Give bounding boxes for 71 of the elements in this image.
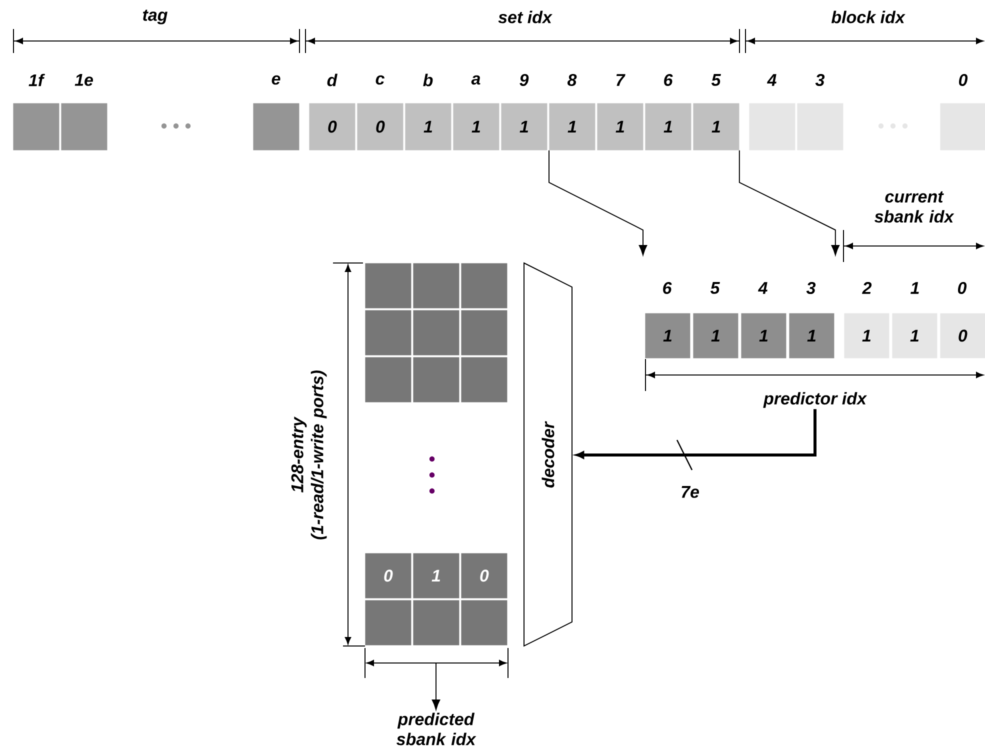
- dimension-label: current sbank idx: [874, 191, 954, 223]
- bit-cell: 1: [844, 313, 890, 358]
- bit-cell: [253, 103, 300, 150]
- arrow: [738, 150, 840, 256]
- field-label: set idx: [498, 10, 552, 24]
- bit-number: 1: [910, 282, 919, 294]
- bit-cell: 0: [940, 313, 985, 358]
- table-cell: 0: [461, 553, 508, 598]
- bit-number: 1e: [74, 74, 93, 86]
- bit-number: 5: [711, 74, 721, 86]
- bit-cell: [61, 103, 108, 150]
- bit-number: 3: [806, 282, 816, 294]
- bit-number: a: [471, 75, 480, 85]
- bit-number: 8: [568, 74, 577, 86]
- bit-cell: 1: [693, 103, 740, 150]
- edge-label: 7e: [682, 486, 699, 498]
- bit-cell: [749, 103, 796, 150]
- bit-cell: 1: [789, 313, 834, 358]
- bit-number: c: [376, 75, 384, 85]
- table-cell: [365, 310, 412, 356]
- table-cell: 1: [413, 553, 460, 598]
- bit-number: 3: [815, 74, 825, 86]
- bit-number: 7: [616, 74, 626, 86]
- arrow: [548, 150, 648, 256]
- bit-number: 1f: [28, 74, 45, 86]
- bit-number: 6: [663, 282, 672, 294]
- table-cell: 0: [365, 553, 412, 598]
- arrow: [432, 662, 440, 710]
- table-cell: [461, 263, 508, 308]
- field-label: tag: [142, 10, 168, 24]
- bit-cell: 1: [549, 103, 596, 150]
- bit-cell: 1: [597, 103, 644, 150]
- index-label: predictor idx: [763, 392, 868, 408]
- table-cell: [365, 357, 412, 402]
- table-cell: [461, 357, 508, 402]
- bit-cell: 1: [892, 313, 938, 358]
- bit-number: 4: [767, 74, 776, 86]
- bit-cell: [797, 103, 844, 150]
- bit-cell: [13, 103, 60, 150]
- table-cell: [365, 600, 412, 646]
- table-cell: [413, 263, 460, 308]
- bit-cell: 1: [741, 313, 786, 358]
- bit-number: d: [327, 74, 338, 86]
- table-cell: [461, 310, 508, 356]
- bit-number: 5: [710, 282, 720, 294]
- bit-cell: 1: [645, 313, 690, 358]
- bit-number: e: [272, 75, 280, 85]
- table-cell: [365, 263, 412, 308]
- table-cell: [413, 357, 460, 402]
- bit-cell: 0: [309, 103, 356, 150]
- bit-cell: 1: [453, 103, 500, 150]
- table-cell: [413, 310, 460, 356]
- table-cell: [461, 600, 508, 646]
- bit-cell: 1: [405, 103, 452, 150]
- bit-cell: 1: [501, 103, 548, 150]
- bit-number: 9: [520, 74, 529, 86]
- bit-number: b: [423, 74, 433, 86]
- bit-cell: [940, 103, 985, 150]
- bit-number: 6: [664, 74, 673, 86]
- arrow: [576, 409, 816, 459]
- bit-cell: 1: [693, 313, 738, 358]
- dimension-label: 128-entry (1-read/1-write ports): [291, 370, 327, 540]
- index-label: predicted sbank idx: [396, 712, 476, 746]
- field-label: block idx: [831, 10, 906, 24]
- bit-number: 0: [958, 74, 968, 86]
- bit-cell: 0: [357, 103, 404, 150]
- table-cell: [413, 600, 460, 646]
- bit-number: 4: [758, 282, 768, 294]
- bit-number: 2: [862, 282, 872, 294]
- bit-cell: 1: [645, 103, 692, 150]
- bit-number: 0: [958, 282, 967, 294]
